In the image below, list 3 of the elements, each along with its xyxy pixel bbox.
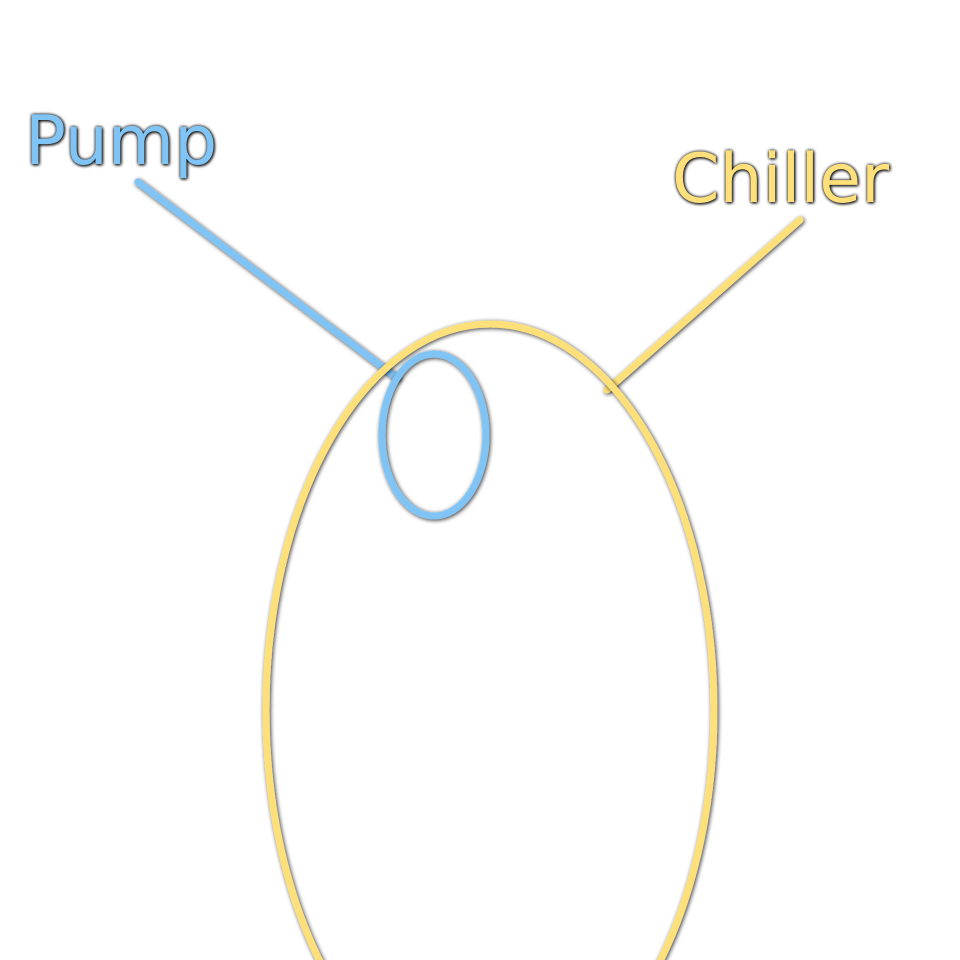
pump-label: Pump	[25, 102, 261, 182]
leader-line	[604, 216, 804, 394]
chiller-label: Chiller	[672, 140, 934, 220]
